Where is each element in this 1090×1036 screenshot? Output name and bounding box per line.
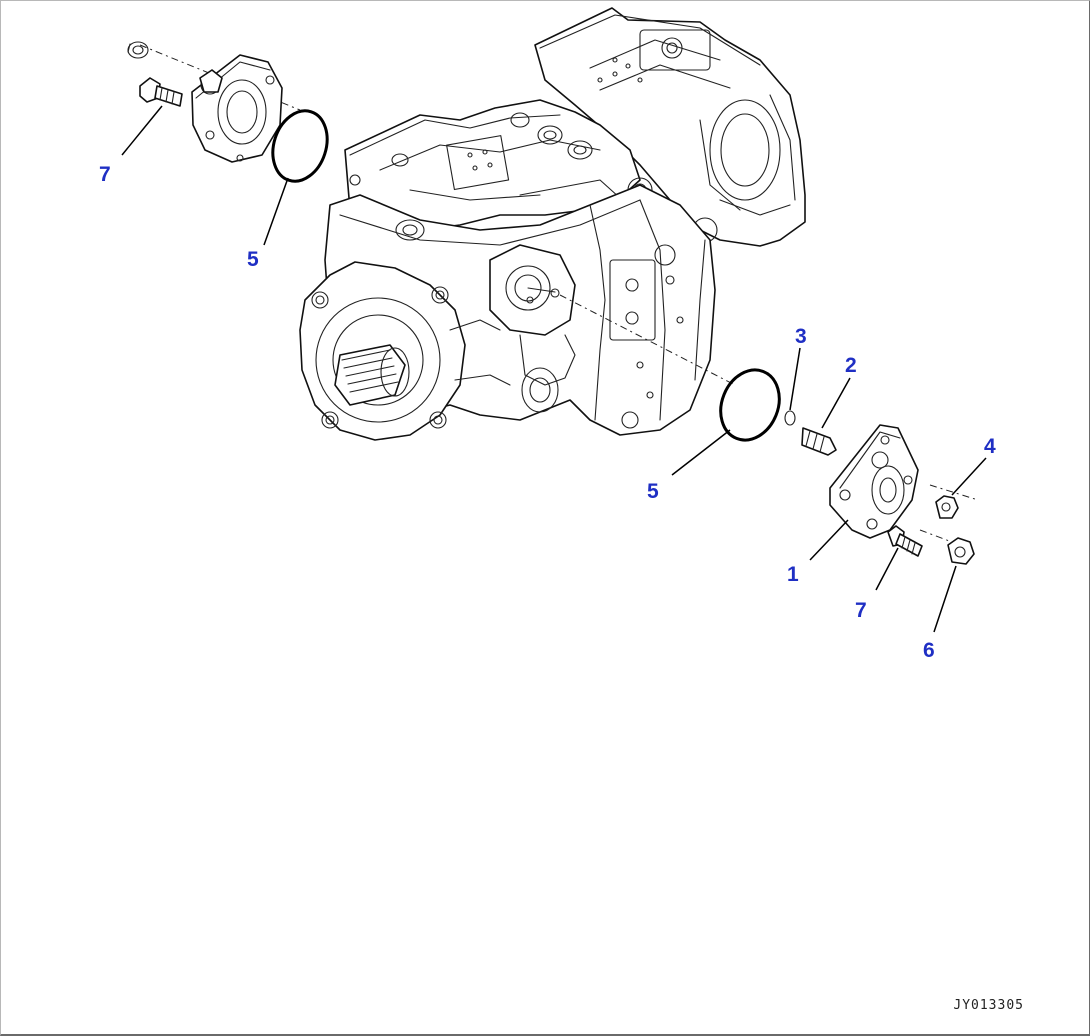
callout-7-lower: 7 bbox=[855, 599, 867, 622]
callout-2: 2 bbox=[845, 354, 857, 377]
o-ring-upper bbox=[271, 109, 329, 183]
hydraulic-pump-assembly bbox=[299, 7, 806, 441]
callout-7-upper: 7 bbox=[99, 163, 111, 186]
right-cover-group bbox=[559, 294, 979, 565]
small-o-ring bbox=[784, 410, 796, 426]
callout-6: 6 bbox=[923, 639, 935, 662]
drawing-code: JY013305 bbox=[953, 998, 1024, 1013]
callout-1: 1 bbox=[787, 563, 799, 586]
callout-5-lower: 5 bbox=[647, 480, 659, 503]
o-ring-lower bbox=[719, 368, 781, 442]
callout-3: 3 bbox=[795, 325, 807, 348]
callout-5-upper: 5 bbox=[247, 248, 259, 271]
upper-cover-group bbox=[127, 41, 329, 183]
callout-4: 4 bbox=[984, 435, 996, 458]
leader-lines bbox=[121, 105, 987, 633]
